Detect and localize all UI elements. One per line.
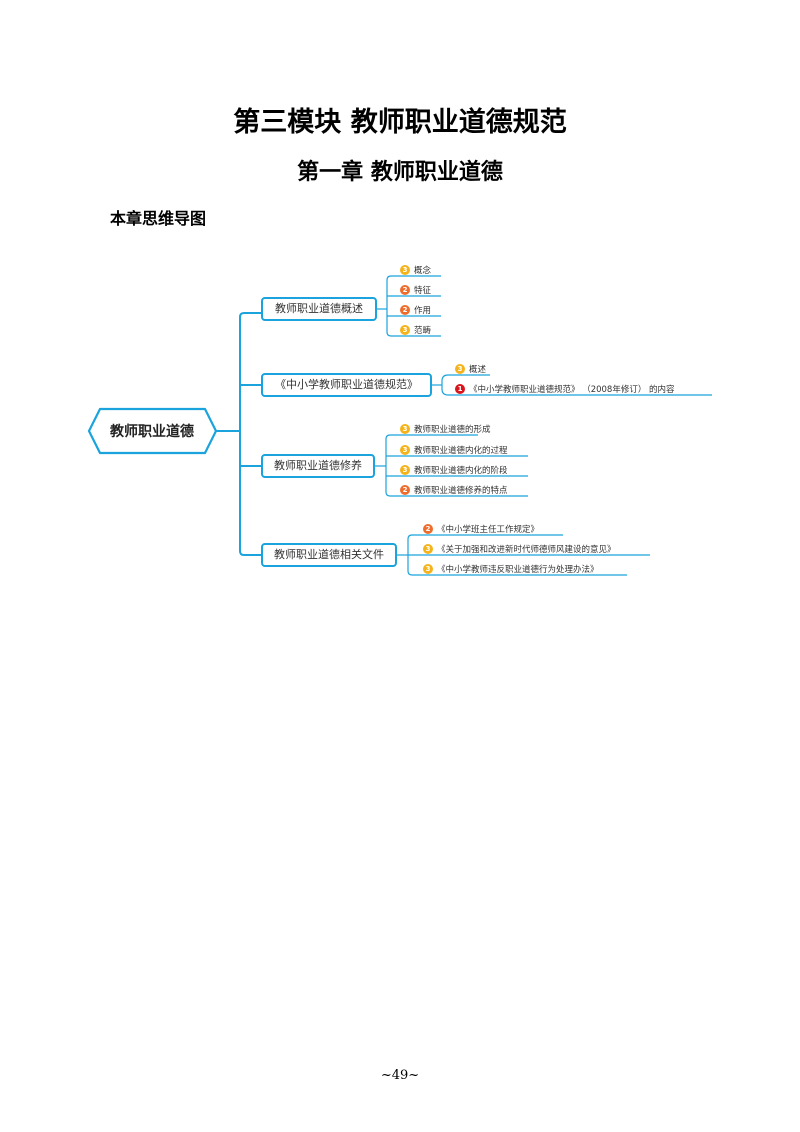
leaf-item: 2 《中小学班主任工作规定》 — [423, 522, 539, 535]
importance-2-icon: 2 — [423, 523, 433, 534]
importance-3-icon: 3 — [400, 464, 410, 475]
leaf-label: 《中小学教师职业道德规范》 （2008年修订） 的内容 — [469, 384, 675, 395]
leaf-item: 3 《中小学教师违反职业道德行为处理办法》 — [423, 562, 599, 575]
importance-3-icon: 3 — [400, 324, 410, 335]
leaf-label: 概念 — [414, 265, 432, 276]
importance-2-icon: 2 — [400, 284, 410, 295]
importance-2-icon: 2 — [400, 304, 410, 315]
branch-node-code-of-ethics: 《中小学教师职业道德规范》 — [261, 373, 432, 397]
leaf-item: 2 教师职业道德修养的特点 — [400, 483, 508, 496]
module-title: 第三模块 教师职业道德规范 — [233, 107, 567, 138]
importance-3-icon: 3 — [400, 264, 410, 275]
leaf-item: 3 教师职业道德内化的过程 — [400, 443, 508, 456]
leaf-label: 《中小学教师违反职业道德行为处理办法》 — [437, 564, 599, 575]
leaf-label: 教师职业道德内化的过程 — [414, 445, 508, 456]
importance-3-icon: 3 — [400, 423, 410, 434]
section-title: 本章思维导图 — [110, 209, 207, 228]
leaf-item: 3 概述 — [455, 362, 486, 375]
leaf-label: 教师职业道德内化的阶段 — [414, 465, 508, 476]
leaf-label: 特征 — [414, 285, 432, 296]
importance-3-icon: 3 — [423, 563, 433, 574]
importance-1-icon: 1 — [455, 383, 465, 394]
root-node: 教师职业道德 — [110, 424, 194, 440]
leaf-label: 范畴 — [414, 325, 432, 336]
importance-3-icon: 3 — [455, 363, 465, 374]
branch-node-cultivation: 教师职业道德修养 — [261, 454, 375, 478]
branch-node-related-documents: 教师职业道德相关文件 — [261, 543, 397, 567]
leaf-item: 2 作用 — [400, 303, 431, 316]
importance-3-icon: 3 — [423, 543, 433, 554]
leaf-label: 教师职业道德的形成 — [414, 424, 491, 435]
branch-node-overview: 教师职业道德概述 — [261, 297, 377, 321]
leaf-item: 1 《中小学教师职业道德规范》 （2008年修订） 的内容 — [455, 382, 675, 395]
leaf-item: 3 概念 — [400, 263, 431, 276]
root-node-shape — [87, 407, 218, 455]
leaf-item: 3 《关于加强和改进新时代师德师风建设的意见》 — [423, 542, 616, 555]
leaf-label: 《关于加强和改进新时代师德师风建设的意见》 — [437, 544, 616, 555]
importance-3-icon: 3 — [400, 444, 410, 455]
page-number: ~49~ — [380, 1068, 420, 1083]
leaf-label: 《中小学班主任工作规定》 — [437, 524, 540, 535]
leaf-item: 2 特征 — [400, 283, 431, 296]
leaf-item: 3 教师职业道德内化的阶段 — [400, 463, 508, 476]
leaf-label: 作用 — [414, 305, 432, 316]
leaf-label: 教师职业道德修养的特点 — [414, 485, 508, 496]
leaf-item: 3 教师职业道德的形成 — [400, 422, 491, 435]
leaf-label: 概述 — [469, 364, 487, 375]
leaf-item: 3 范畴 — [400, 323, 431, 336]
importance-2-icon: 2 — [400, 484, 410, 495]
chapter-title: 第一章 教师职业道德 — [297, 159, 503, 185]
